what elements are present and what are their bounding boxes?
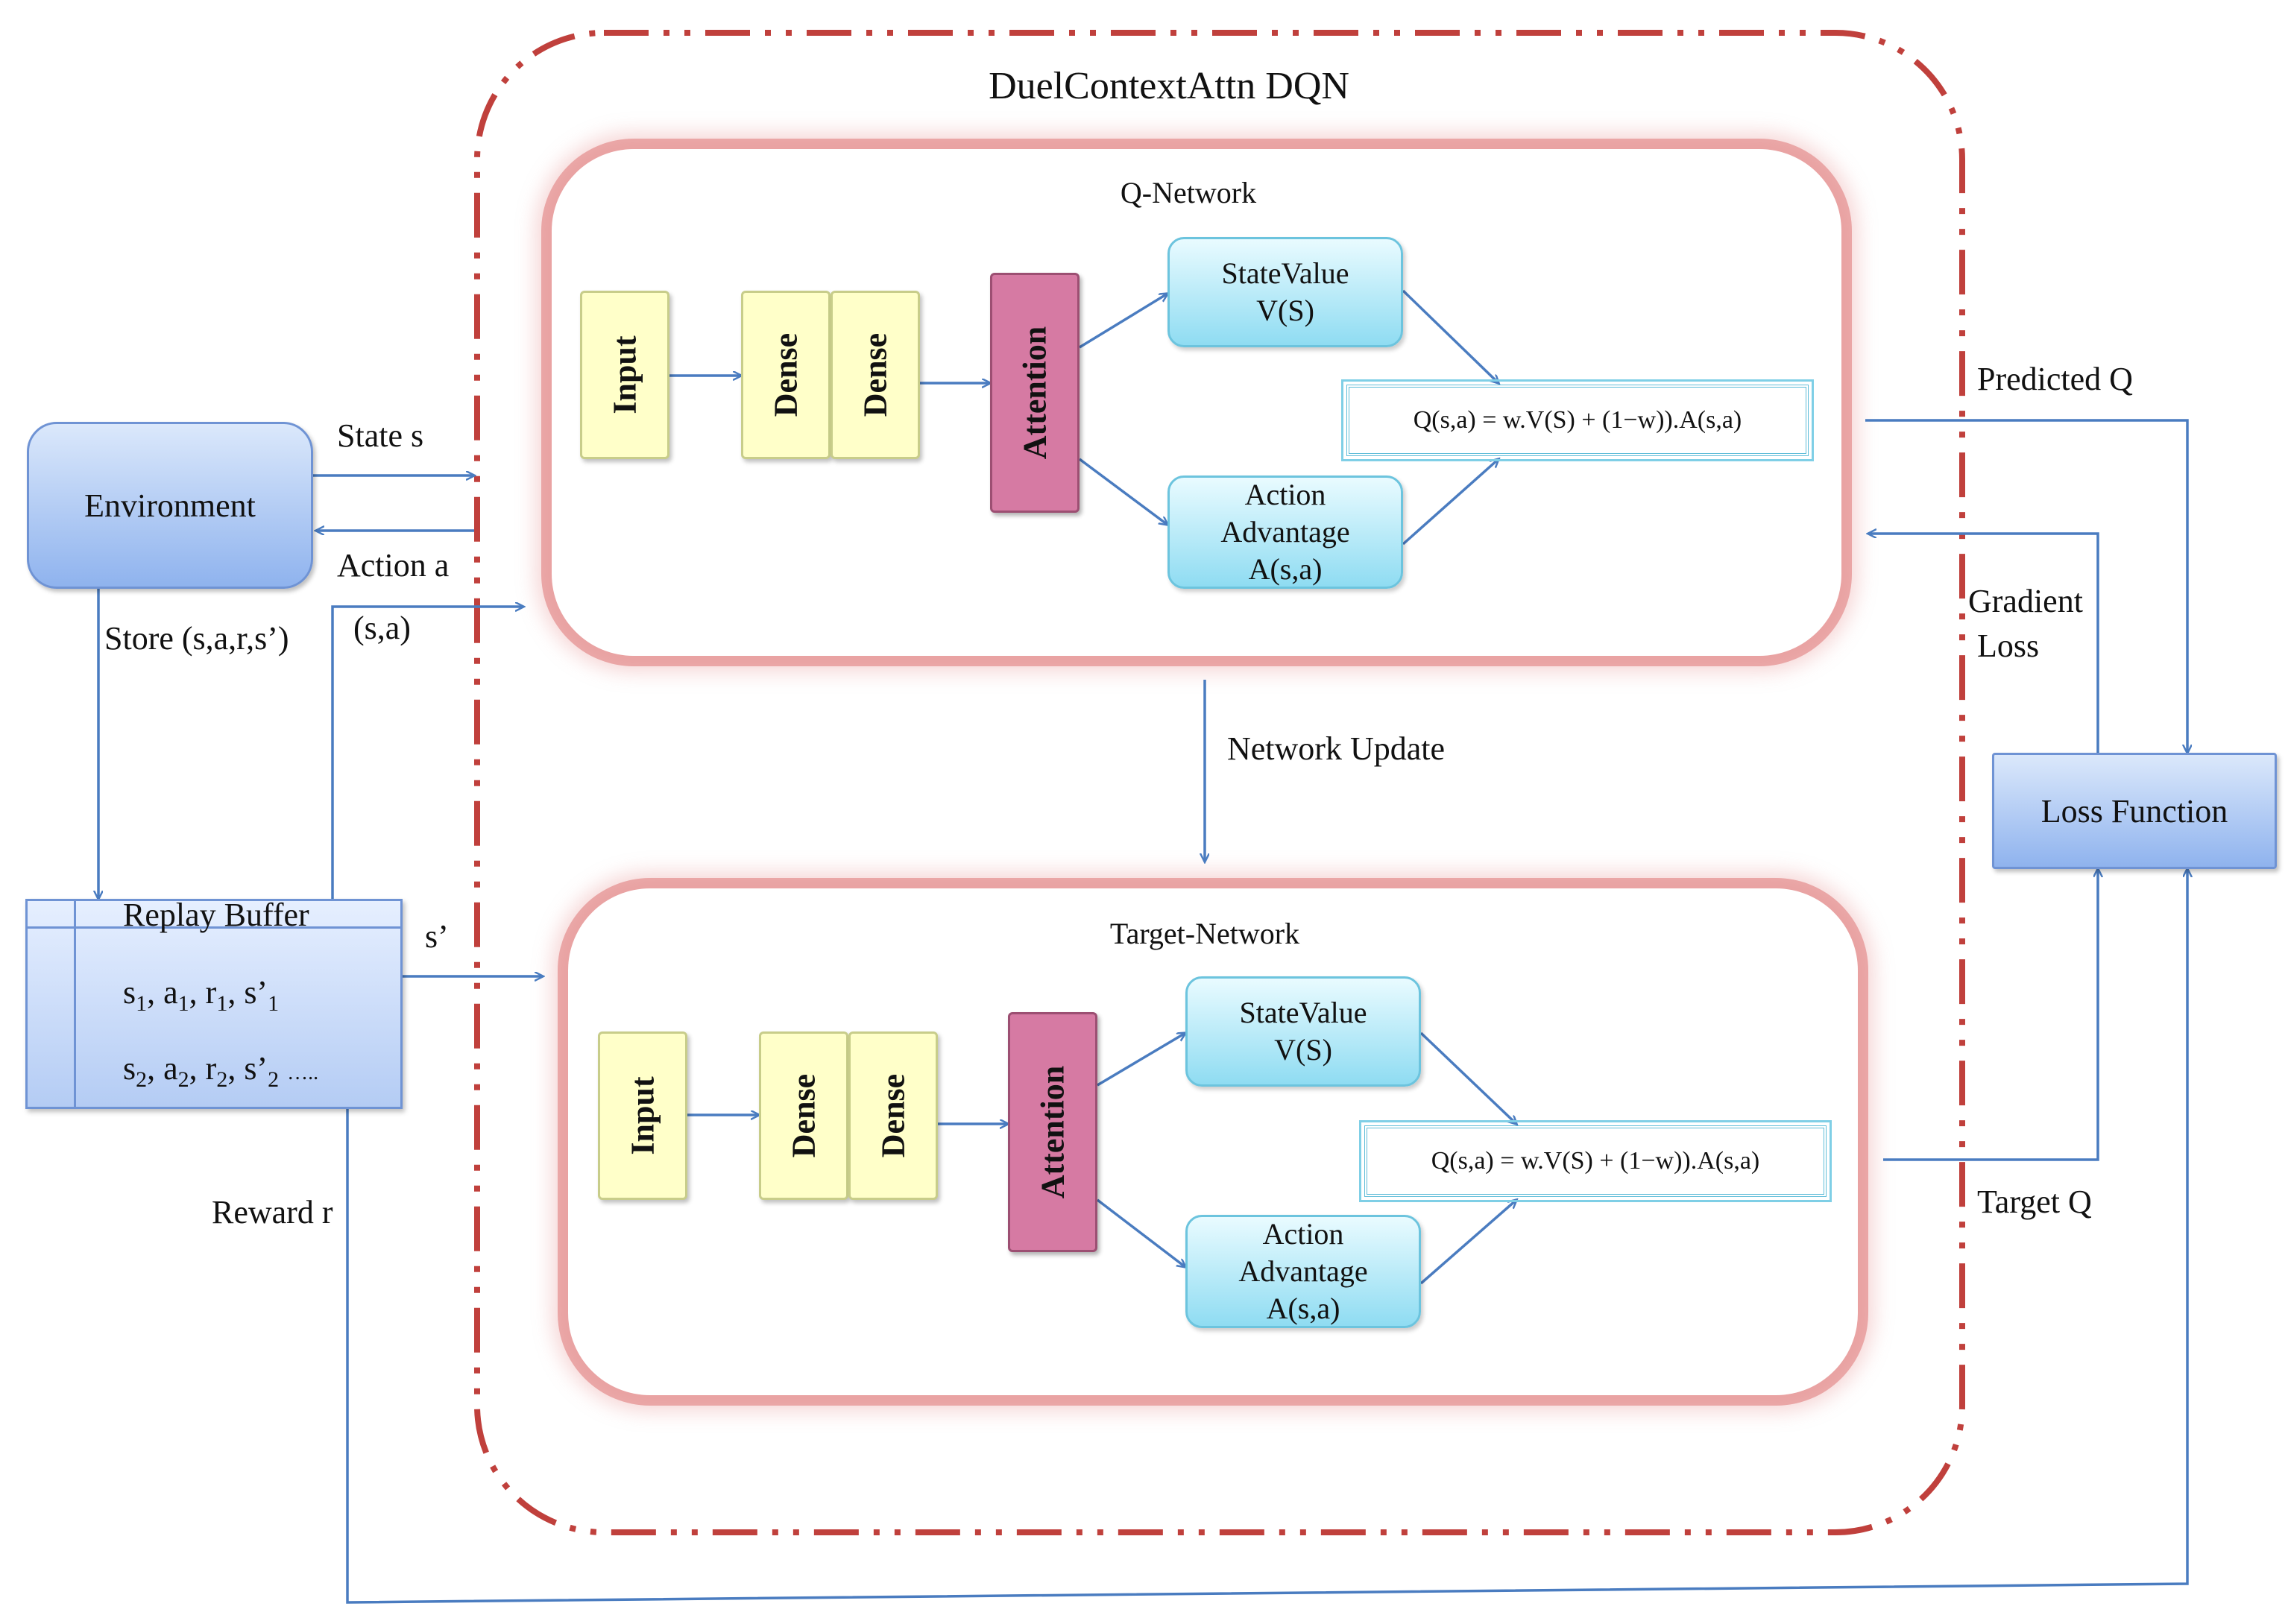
environment-box: Environment xyxy=(27,422,313,589)
label-state-s: State s xyxy=(337,417,424,454)
target-network-title: Target-Network xyxy=(1109,917,1300,950)
label-target-q: Target Q xyxy=(1977,1184,2092,1220)
label-loss: Loss xyxy=(1977,628,2040,664)
q-dense-layer-1: Dense xyxy=(741,291,831,459)
label-reward-r: Reward r xyxy=(212,1194,333,1230)
target-action-advantage-box: Action Advantage A(s,a) xyxy=(1185,1215,1421,1328)
q-dense-layer-2: Dense xyxy=(831,291,920,459)
q-action-advantage-box: Action Advantage A(s,a) xyxy=(1167,475,1403,589)
q-formula-box: Q(s,a) = w.V(S) + (1−w)).A(s,a) xyxy=(1341,379,1814,461)
q-input-layer: Input xyxy=(580,291,669,459)
q-state-value-box: StateValue V(S) xyxy=(1167,237,1403,347)
environment-label: Environment xyxy=(84,487,256,524)
loss-function-box: Loss Function xyxy=(1992,753,2277,869)
label-s-prime: s’ xyxy=(425,918,449,955)
label-predicted-q: Predicted Q xyxy=(1977,361,2133,397)
replay-buffer: Replay Buffer s1, a1, r1, s’1 s2, a2, r2… xyxy=(25,897,403,1109)
label-store: Store (s,a,r,s’) xyxy=(104,620,289,657)
target-dense-layer-1: Dense xyxy=(759,1031,848,1200)
label-sa: (s,a) xyxy=(353,610,411,646)
duel-dqn-boundary xyxy=(474,30,1965,1535)
replay-buffer-header-line xyxy=(28,926,400,929)
replay-buffer-row-1: s1, a1, r1, s’1 xyxy=(123,974,280,1016)
loss-function-label: Loss Function xyxy=(2040,792,2228,830)
replay-buffer-title: Replay Buffer xyxy=(123,897,309,933)
target-formula-box: Q(s,a) = w.V(S) + (1−w)).A(s,a) xyxy=(1359,1120,1832,1202)
replay-buffer-index-line xyxy=(74,901,76,1107)
diagram-title: DuelContextAttn DQN xyxy=(989,65,1349,107)
q-attention-layer: Attention xyxy=(990,273,1080,513)
label-network-update: Network Update xyxy=(1227,730,1446,767)
target-state-value-box: StateValue V(S) xyxy=(1185,976,1421,1087)
label-gradient: Gradient xyxy=(1968,583,2083,619)
label-action-a: Action a xyxy=(337,547,450,584)
replay-buffer-row-2: s2, a2, r2, s’2 ….. xyxy=(123,1050,319,1092)
q-network-title: Q-Network xyxy=(1120,176,1257,209)
target-dense-layer-2: Dense xyxy=(848,1031,938,1200)
target-attention-layer: Attention xyxy=(1008,1012,1097,1252)
target-input-layer: Input xyxy=(598,1031,687,1200)
